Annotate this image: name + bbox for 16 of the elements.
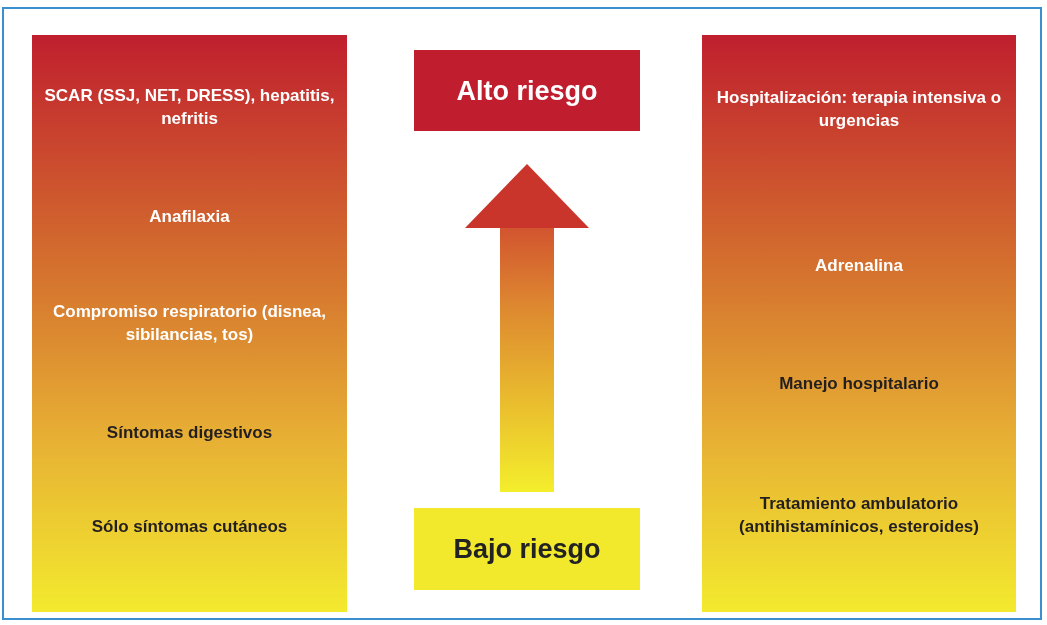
risk-label: Bajo riesgo [452,533,602,565]
risk-panel [32,35,347,612]
panel-text: Tratamiento ambulatorio (antihistamínicos, esteroides) [738,493,980,538]
panel-text: SCAR (SSJ, NET, DRESS), hepatitis, nefritis [43,85,336,130]
panel-text: Manejo hospitalario [778,372,940,395]
panel-text: Sólo síntomas cutáneos [90,515,289,538]
panel-text: Anafilaxia [148,205,231,228]
risk-label-box [414,50,640,131]
panel-text: Hospitalización: terapia intensiva o urgencias [715,87,1003,132]
panel-text: Compromiso respiratorio (disnea, sibilancias, tos) [52,301,327,346]
treatment-panel [702,35,1016,612]
gradient-arrow [465,164,589,492]
risk-label: Alto riesgo [455,75,599,106]
panel-text: Adrenalina [814,254,904,277]
panel-text: Síntomas digestivos [105,421,274,444]
risk-label-box [414,508,640,590]
